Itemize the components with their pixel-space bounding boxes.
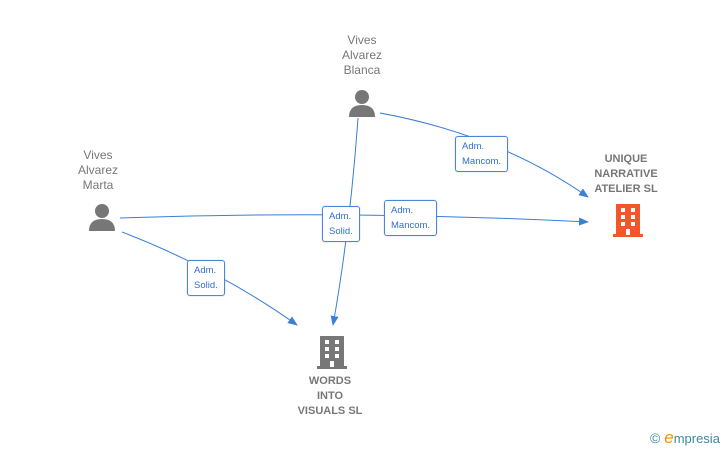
brand-logo: © empresia (650, 428, 720, 447)
building-icon[interactable] (612, 203, 644, 237)
edge-label: Adm.Solid. (322, 206, 360, 242)
edge-label: Adm.Mancom. (384, 200, 438, 236)
person-icon[interactable] (87, 202, 117, 232)
building-icon[interactable] (316, 335, 348, 369)
edge-label: Adm.Solid. (187, 260, 225, 296)
person-icon[interactable] (347, 88, 377, 118)
edge-label: Adm.Mancom. (455, 136, 509, 172)
